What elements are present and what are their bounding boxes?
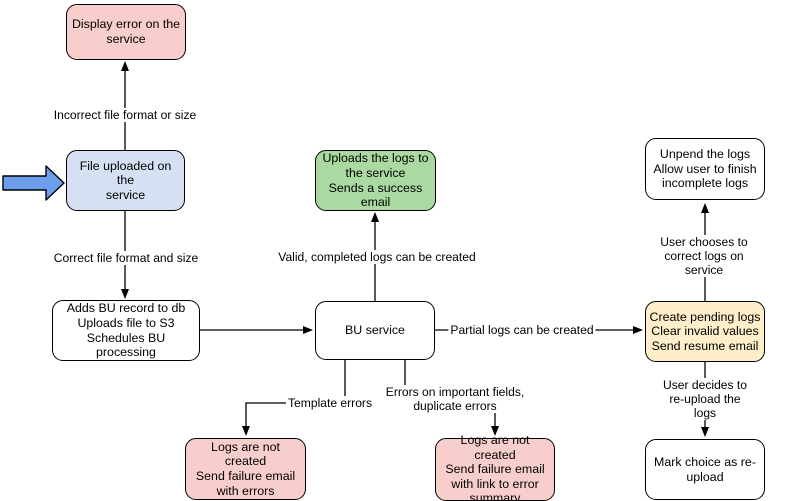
edge-incorrect-format [121,61,129,150]
edge-label-partial-logs: Partial logs can be created [448,323,596,337]
node-unpend-logs: Unpend the logs Allow user to finish inc… [645,138,765,200]
edge-correct-format [121,211,129,299]
edge-label-incorrect-format: Incorrect file format or size [51,108,199,122]
entry-arrow-icon [2,165,65,201]
node-file-uploaded: File uploaded on the service [66,150,185,211]
node-create-pending-logs: Create pending logs Clear invalid values… [645,301,765,362]
edge-to-bu-service [200,326,313,334]
edge-label-user-chooses: User chooses to correct logs on service [655,235,753,277]
node-bu-service: BU service [315,301,435,360]
edge-label-template-errors: Template errors [285,396,375,410]
edge-label-valid-logs: Valid, completed logs can be created [276,250,478,264]
node-mark-reupload: Mark choice as re- upload [645,439,765,500]
edge-label-user-reupload: User decides to re-upload the logs [657,378,753,420]
node-logs-not-created-errors: Logs are not created Send failure email … [185,438,306,500]
edge-label-important-fields: Errors on important fields, duplicate er… [383,385,527,413]
node-logs-not-created-summary: Logs are not created Send failure email … [435,433,555,501]
node-uploads-logs: Uploads the logs to the service Sends a … [315,150,436,211]
node-display-error: Display error on the service [66,4,186,60]
node-adds-bu-record: Adds BU record to db Uploads file to S3 … [52,300,200,361]
edge-label-correct-format: Correct file format and size [51,251,201,265]
